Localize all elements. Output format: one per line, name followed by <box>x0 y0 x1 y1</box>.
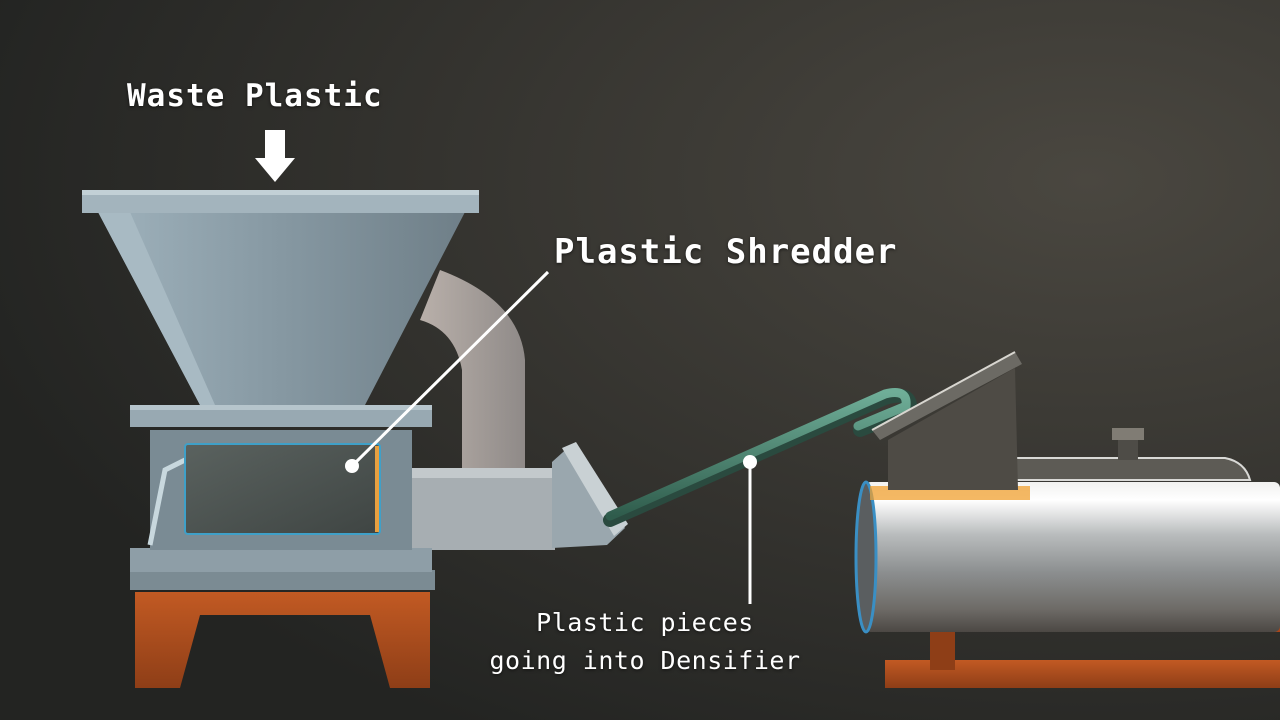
down-arrow-icon <box>255 130 295 182</box>
plastic-pieces-label-line1: Plastic pieces <box>536 608 754 637</box>
densifier <box>854 351 1280 688</box>
waste-plastic-label: Waste Plastic <box>127 78 383 114</box>
plastic-shredder-label: Plastic Shredder <box>554 232 898 272</box>
callout-pieces <box>743 455 757 604</box>
hopper <box>82 190 479 405</box>
shredder-base <box>130 570 435 688</box>
plastic-pieces-label-line2: going into Densifier <box>489 646 801 675</box>
plastic-pieces-label: Plastic pieces going into Densifier <box>430 604 860 680</box>
callout-shredder <box>345 270 550 473</box>
